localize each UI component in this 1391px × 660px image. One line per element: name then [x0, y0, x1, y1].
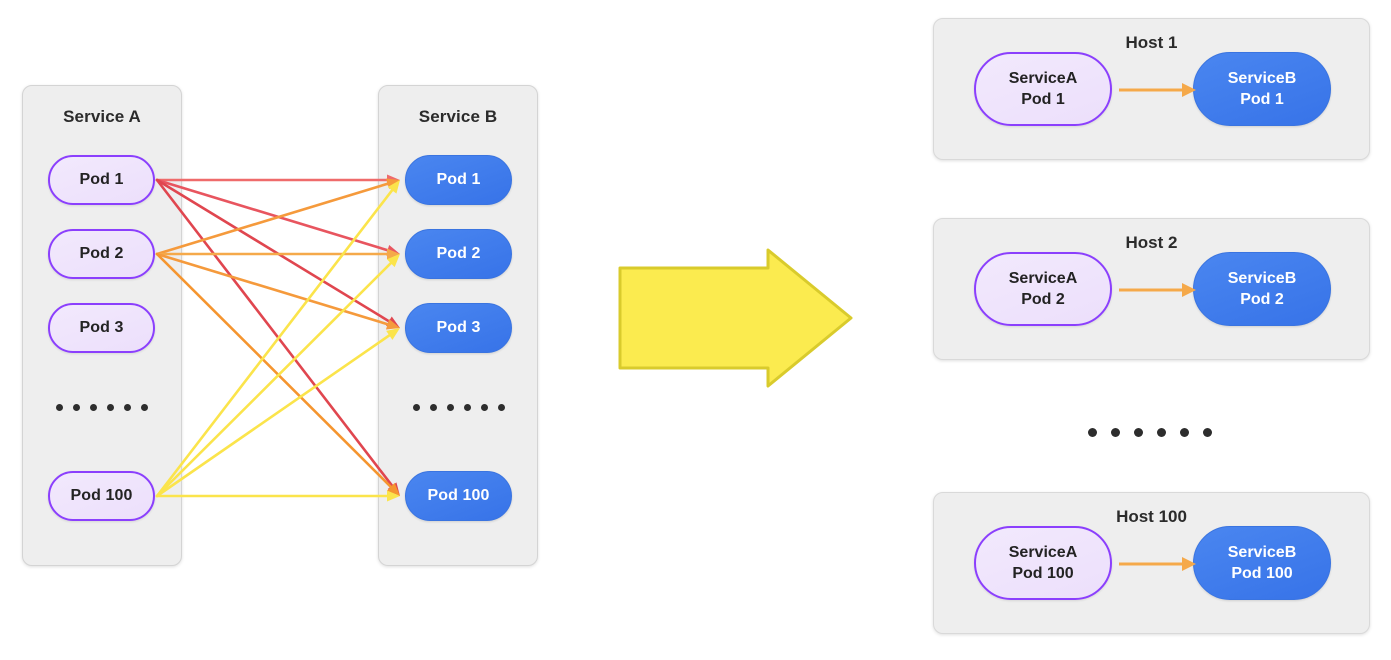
big-yellow-arrow — [618, 248, 853, 388]
service-a-pod-3[interactable]: Pod 3 — [48, 303, 155, 353]
service-b-pod-3[interactable]: Pod 3 — [405, 303, 512, 353]
ellipsis-dot — [123, 403, 131, 411]
service-b-pod-100-label: Pod 100 — [427, 486, 490, 504]
ellipsis-dot — [480, 403, 488, 411]
ellipsis-dot — [429, 403, 437, 411]
ellipsis-dot — [497, 403, 505, 411]
ellipsis-dot — [1111, 427, 1120, 437]
service-b-pod-1[interactable]: Pod 1 — [405, 155, 512, 205]
ellipsis-dot — [55, 403, 63, 411]
service-a-pod-100-label: Pod 100 — [70, 486, 133, 504]
host-1-service-a-pod[interactable]: ServiceA Pod 1 — [974, 52, 1112, 126]
host-100-title: Host 100 — [1116, 507, 1187, 526]
ellipsis-dot — [1088, 427, 1097, 437]
ellipsis-dot — [106, 403, 114, 411]
ellipsis-dot — [140, 403, 148, 411]
service-b-pod-3-label: Pod 3 — [436, 318, 481, 336]
mesh-edge-2 — [155, 178, 400, 328]
ellipsis-dot — [72, 403, 80, 411]
mesh-edge-10 — [155, 328, 400, 498]
mesh-edge-5 — [155, 248, 400, 260]
host-2-service-a-pod[interactable]: ServiceA Pod 2 — [974, 252, 1112, 326]
mesh-edge-1 — [155, 178, 400, 256]
host-1-service-b-pod[interactable]: ServiceB Pod 1 — [1193, 52, 1331, 126]
service-b-pod-100[interactable]: Pod 100 — [405, 471, 512, 521]
service-a-pod-2[interactable]: Pod 2 — [48, 229, 155, 279]
host-card-2[interactable]: Host 2 ServiceA Pod 2 ServiceB Pod 2 — [933, 218, 1370, 360]
service-b-title: Service B — [418, 107, 498, 126]
mesh-edge-7 — [155, 252, 400, 496]
host-1-title: Host 1 — [1125, 33, 1178, 52]
service-a-pod-1-label: Pod 1 — [79, 170, 124, 188]
host-1-service-b-line2: Pod 1 — [1240, 91, 1284, 108]
mesh-edge-6 — [155, 252, 400, 330]
ellipsis-dot — [1203, 427, 1212, 437]
service-b-pod-2[interactable]: Pod 2 — [405, 229, 512, 279]
ellipsis-dot — [89, 403, 97, 411]
service-a-pod-3-label: Pod 3 — [79, 318, 124, 336]
host-card-100[interactable]: Host 100 ServiceA Pod 100 ServiceB Pod 1… — [933, 492, 1370, 634]
host-2-service-b-pod[interactable]: ServiceB Pod 2 — [1193, 252, 1331, 326]
host-2-service-a-line2: Pod 2 — [1021, 291, 1065, 308]
service-a-title: Service A — [63, 107, 141, 126]
service-b-pod-1-label: Pod 1 — [436, 170, 481, 188]
service-b-pod-2-label: Pod 2 — [436, 244, 481, 262]
host-100-service-b-line2: Pod 100 — [1231, 565, 1293, 582]
ellipsis-dot — [412, 403, 420, 411]
ellipsis-dot — [1157, 427, 1166, 437]
service-a-pod-100[interactable]: Pod 100 — [48, 471, 155, 521]
ellipsis-dot — [463, 403, 471, 411]
mesh-edge-3 — [155, 178, 400, 496]
host-100-service-a-line1: ServiceA — [1008, 543, 1078, 561]
host-100-service-a-pod[interactable]: ServiceA Pod 100 — [974, 526, 1112, 600]
service-a-pod-1[interactable]: Pod 1 — [48, 155, 155, 205]
mesh-edge-8 — [155, 180, 400, 498]
service-a-ellipsis — [48, 395, 155, 419]
mesh-edge-9 — [155, 254, 400, 498]
host-card-1[interactable]: Host 1 ServiceA Pod 1 ServiceB Pod 1 — [933, 18, 1370, 160]
host-2-service-b-line2: Pod 2 — [1240, 291, 1284, 308]
host-100-service-a-line2: Pod 100 — [1012, 565, 1074, 582]
service-b-ellipsis — [405, 395, 512, 419]
host-2-title: Host 2 — [1125, 233, 1178, 252]
host-100-service-b-line1: ServiceB — [1227, 543, 1297, 561]
host-1-service-b-line1: ServiceB — [1227, 69, 1297, 87]
mesh-edge-11 — [155, 490, 400, 502]
mesh-edge-4 — [155, 178, 400, 256]
host-1-service-a-line2: Pod 1 — [1021, 91, 1065, 108]
ellipsis-dot — [1134, 427, 1143, 437]
host-list-ellipsis — [1085, 420, 1215, 444]
ellipsis-dot — [446, 403, 454, 411]
ellipsis-dot — [1180, 427, 1189, 437]
mesh-edge-0 — [155, 174, 400, 186]
host-2-service-b-line1: ServiceB — [1227, 269, 1297, 287]
service-a-pod-2-label: Pod 2 — [79, 244, 124, 262]
host-1-service-a-line1: ServiceA — [1008, 69, 1078, 87]
host-100-service-b-pod[interactable]: ServiceB Pod 100 — [1193, 526, 1331, 600]
host-2-service-a-line1: ServiceA — [1008, 269, 1078, 287]
